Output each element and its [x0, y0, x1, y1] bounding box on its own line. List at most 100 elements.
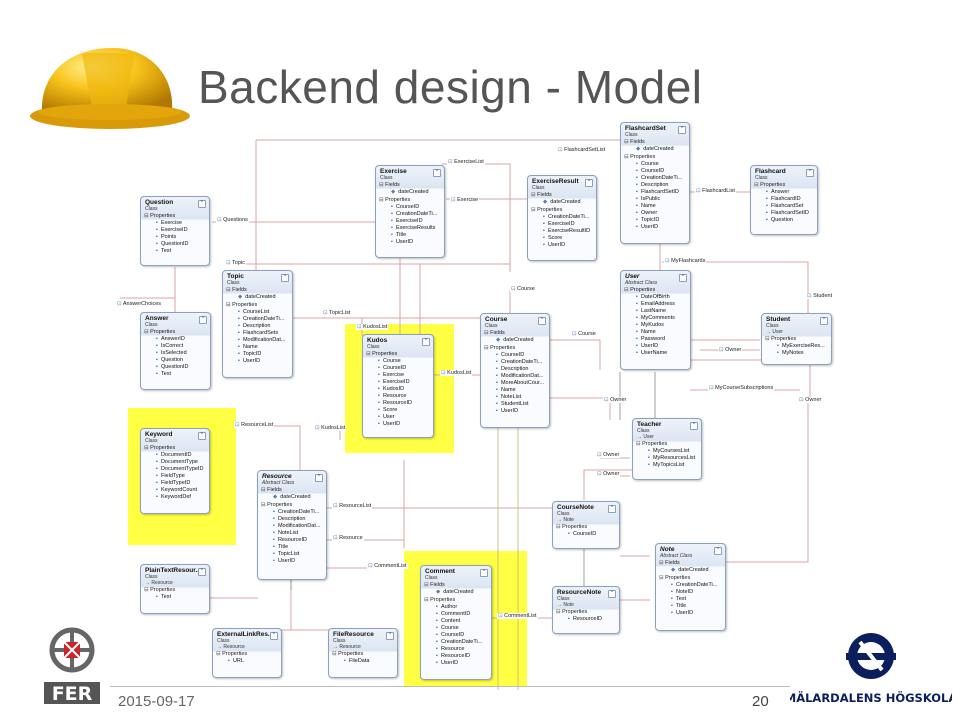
collapse-icon[interactable]: ^ — [820, 317, 828, 325]
property-item: Name — [481, 387, 549, 394]
field-item: dateCreated — [481, 337, 549, 344]
property-item: FileData — [329, 658, 397, 665]
class-teacher[interactable]: ^ Teacher Class → User Properties MyCour… — [632, 418, 702, 480]
property-item: CourseID — [363, 365, 433, 372]
property-list: CourseID — [553, 531, 619, 538]
property-item: Course — [421, 625, 491, 632]
property-item: Exercise — [363, 372, 433, 379]
class-parent: → User — [637, 434, 654, 440]
edge-label: Topic — [225, 260, 246, 266]
property-item: UserID — [421, 660, 491, 667]
property-item: Name — [621, 329, 690, 336]
class-externallinkresource[interactable]: ^ ExternalLinkRes... Class → Resource Pr… — [212, 628, 282, 678]
collapse-icon[interactable]: ^ — [714, 547, 722, 555]
class-topic[interactable]: ^ Topic Class Fields dateCreated Propert… — [222, 270, 293, 378]
class-name: Resource — [262, 473, 292, 480]
class-stereotype: Class — [425, 575, 438, 581]
property-item: Password — [621, 336, 690, 343]
collapse-icon[interactable]: ^ — [199, 316, 207, 324]
collapse-icon[interactable]: ^ — [679, 274, 687, 282]
mdh-logo: MÄLARDALENS HÖGSKOLA — [790, 633, 952, 705]
property-list: MyExerciseRes...MyNotes — [762, 343, 831, 357]
class-resource[interactable]: ^ Resource Abstract Class Fields dateCre… — [257, 470, 327, 580]
class-comment[interactable]: ^ Comment Class Fields dateCreated Prope… — [420, 565, 492, 680]
collapse-icon[interactable]: ^ — [270, 632, 278, 640]
class-resourcenote[interactable]: ^ ResourceNote Class → Note Properties R… — [552, 586, 620, 634]
property-list: CourseCourseIDExerciseExerciseIDKudosIDR… — [363, 358, 433, 428]
class-stereotype: Class — [145, 438, 158, 444]
edge-label: CommentList — [497, 613, 538, 619]
class-note[interactable]: ^ Note Abstract Class Fields dateCreated… — [655, 543, 726, 631]
collapse-icon[interactable]: ^ — [281, 274, 289, 282]
section-properties: Properties — [751, 181, 817, 189]
parent-name: Resource — [339, 644, 361, 650]
page-number: 20 — [752, 693, 769, 710]
collapse-icon[interactable]: ^ — [480, 569, 488, 577]
class-answer[interactable]: ^ Answer Class Properties AnswerIDIsCorr… — [140, 312, 211, 390]
property-item: FlashcardSetID — [751, 210, 817, 217]
property-item: ResourceID — [258, 537, 326, 544]
class-flashcard[interactable]: ^ Flashcard Class Properties AnswerFlash… — [750, 165, 818, 235]
section-properties: Properties — [258, 501, 326, 509]
collapse-icon[interactable]: ^ — [198, 200, 206, 208]
collapse-icon[interactable]: ^ — [198, 432, 206, 440]
property-item: CreationDateTi... — [258, 509, 326, 516]
collapse-icon[interactable]: ^ — [678, 126, 686, 134]
collapse-icon[interactable]: ^ — [585, 179, 593, 187]
class-keyword[interactable]: ^ Keyword Class Properties DocumentIDDoc… — [140, 428, 210, 514]
class-name: User — [625, 273, 640, 280]
edge-label: KudosList — [440, 370, 473, 376]
class-coursenote[interactable]: ^ CourseNote Class → Note Properties Cou… — [552, 501, 620, 549]
class-exercise[interactable]: ^ Exercise Class Fields dateCreated Prop… — [375, 165, 445, 258]
class-question[interactable]: ^ Question Class Properties ExerciseExer… — [140, 196, 210, 266]
edge-label: Resource — [332, 535, 364, 541]
property-list: AnswerIDIsCorrectIsSelectedQuestionQuest… — [141, 336, 210, 378]
collapse-icon[interactable]: ^ — [608, 590, 616, 598]
property-item: FieldTypeID — [141, 480, 209, 487]
class-exerciseresult[interactable]: ^ ExerciseResult Class Fields dateCreate… — [527, 175, 597, 261]
property-item: NoteID — [656, 589, 725, 596]
property-item: CourseID — [553, 531, 619, 538]
section-properties: Properties — [633, 440, 701, 448]
edge-label: KudosList — [314, 425, 347, 431]
hard-hat-icon — [30, 47, 190, 129]
property-item: QuestionID — [141, 364, 210, 371]
collapse-icon[interactable]: ^ — [433, 169, 441, 177]
section-properties: Properties — [762, 335, 831, 343]
class-name: Student — [766, 316, 791, 323]
collapse-icon[interactable]: ^ — [422, 338, 430, 346]
class-plaintextresource[interactable]: ^ PlainTextResour... Class → Resource Pr… — [140, 564, 210, 614]
property-item: KeywordDef — [141, 494, 209, 501]
edge-label: ResourceList — [332, 503, 373, 509]
property-list: ExerciseExerciseIDPointsQuestionIDText — [141, 220, 209, 255]
property-list: AuthorCommentIDContentCourseCourseIDCrea… — [421, 604, 491, 667]
property-item: Text — [141, 371, 210, 378]
class-course[interactable]: ^ Course Class Fields dateCreated Proper… — [480, 313, 550, 428]
class-student[interactable]: ^ Student Class → User Properties MyExer… — [761, 313, 832, 365]
class-user[interactable]: ^ User Abstract Class Properties DateOfB… — [620, 270, 691, 370]
property-item: Content — [421, 618, 491, 625]
class-kudos[interactable]: ^ Kudos Class Properties CourseCourseIDE… — [362, 334, 434, 438]
class-flashcardset[interactable]: ^ FlashcardSet Class Fields dateCreated … — [620, 122, 690, 244]
section-properties: Properties — [421, 596, 491, 604]
class-stereotype: Abstract Class — [262, 480, 295, 486]
class-fileresource[interactable]: ^ FileResource Class → Resource Properti… — [328, 628, 398, 678]
collapse-icon[interactable]: ^ — [386, 632, 394, 640]
class-parent: → Resource — [217, 644, 245, 650]
class-parent: → Resource — [145, 580, 173, 586]
collapse-icon[interactable]: ^ — [315, 474, 323, 482]
property-item: MyTopicsList — [633, 462, 701, 469]
property-item: FieldType — [141, 473, 209, 480]
edge-label: AnswerChoices — [116, 301, 163, 307]
collapse-icon[interactable]: ^ — [608, 505, 616, 513]
collapse-icon[interactable]: ^ — [806, 169, 814, 177]
property-item: KudosID — [363, 386, 433, 393]
class-parent: → Note — [557, 517, 574, 523]
property-item: Description — [621, 182, 689, 189]
collapse-icon[interactable]: ^ — [538, 317, 546, 325]
collapse-icon[interactable]: ^ — [690, 422, 698, 430]
class-name: Keyword — [145, 431, 173, 438]
property-item: ResourceID — [421, 653, 491, 660]
collapse-icon[interactable]: ^ — [198, 568, 206, 576]
class-parent: → User — [766, 329, 783, 335]
